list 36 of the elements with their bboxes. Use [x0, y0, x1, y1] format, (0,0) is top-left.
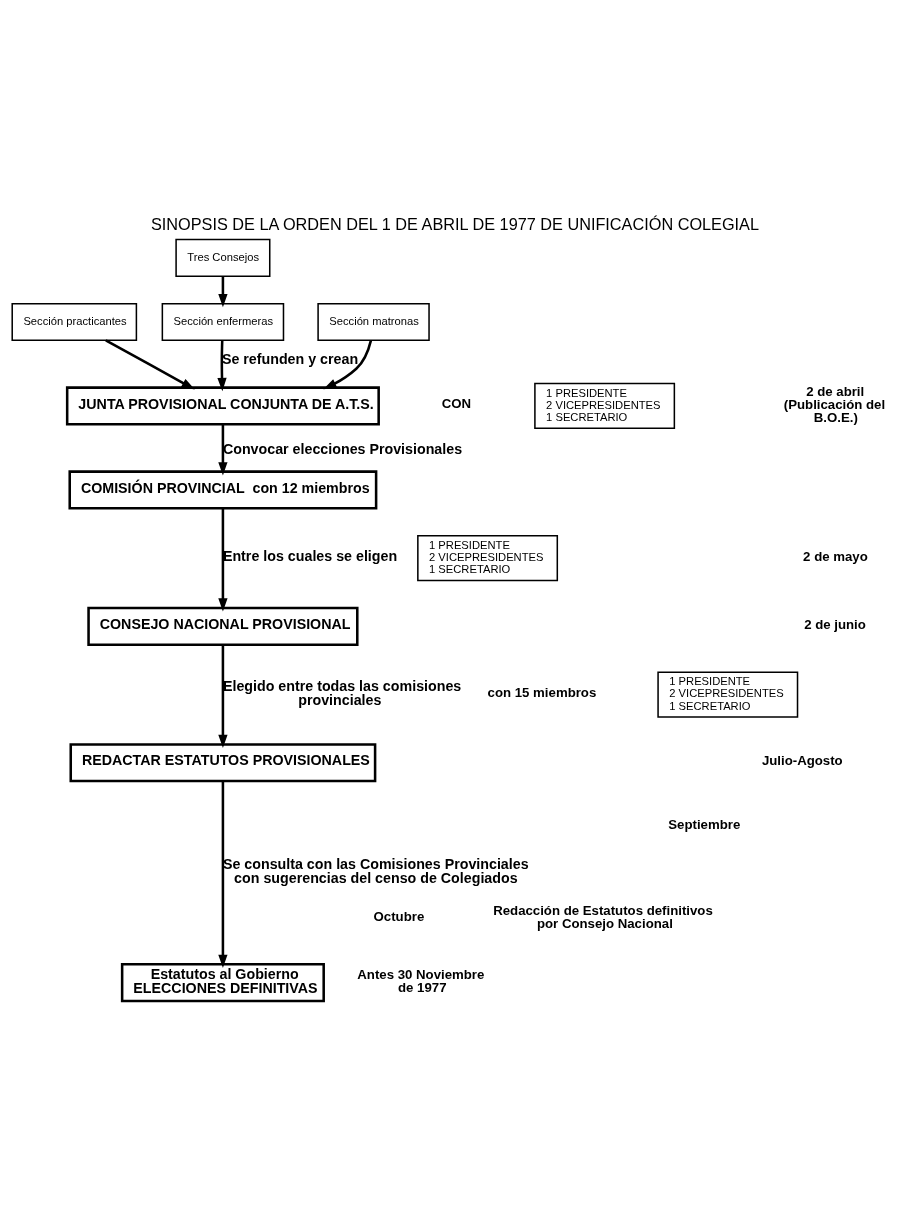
label: Octubre: [373, 908, 425, 924]
label: 2 de abril (Publicación del B.O.E.): [783, 383, 886, 426]
node-box: COMISIÓN PROVINCIAL con 12 miembros: [68, 470, 378, 510]
arrow: [105, 339, 195, 390]
node-box: REDACTAR ESTATUTOS PROVISIONALES: [69, 743, 377, 783]
label: Julio-Agosto: [761, 753, 843, 769]
arrow: [217, 340, 227, 392]
label: Redacción de Estatutos definitivos por Consejo Nacional: [493, 902, 713, 932]
label: 2 de junio: [804, 616, 866, 632]
arrow: [218, 424, 228, 476]
node-box: Sección matronas: [317, 302, 430, 342]
label: Septiembre: [668, 817, 741, 833]
node-box: Tres Consejos: [175, 238, 271, 277]
diagram-title: SINOPSIS DE LA ORDEN DEL 1 DE ABRIL DE 1977 DE UNIFICACIÓN COLEGIAL: [150, 215, 760, 234]
label: Antes 30 Noviembre de 1977: [357, 966, 485, 996]
label: 2 de mayo: [803, 548, 868, 564]
node-box: 1 PRESIDENTE 2 VICEPRESIDENTES 1 SECRETARIO: [417, 535, 559, 582]
node-box: 1 PRESIDENTE 2 VICEPRESIDENTES 1 SECRETARIO: [534, 382, 676, 430]
label: con 15 miembros: [487, 684, 597, 700]
arrow: [218, 276, 228, 308]
arrow: [323, 340, 373, 390]
node-box: Sección enfermeras: [161, 302, 285, 342]
node-box: JUNTA PROVISIONAL CONJUNTA DE A.T.S.: [65, 386, 380, 426]
edge-label: Elegido entre todas las comisiones provinciales: [222, 677, 462, 708]
arrow: [218, 781, 228, 968]
edge-label: Entre los cuales se eligen: [222, 547, 398, 564]
edge-label: Se refunden y crean: [221, 350, 359, 367]
node-box: Sección practicantes: [11, 302, 138, 342]
label: CON: [441, 396, 472, 412]
arrow: [218, 508, 228, 612]
arrow: [218, 644, 228, 748]
node-box: 1 PRESIDENTE 2 VICEPRESIDENTES 1 SECRETARIO: [657, 671, 799, 718]
node-box: Estatutos al Gobierno ELECCIONES DEFINITIVAS: [120, 963, 325, 1003]
node-box: CONSEJO NACIONAL PROVISIONAL: [87, 606, 359, 646]
edge-label: Se consulta con las Comisiones Provinciales con sugerencias del censo de Colegiados: [222, 855, 529, 887]
edge-label: Convocar elecciones Provisionales: [222, 440, 463, 457]
